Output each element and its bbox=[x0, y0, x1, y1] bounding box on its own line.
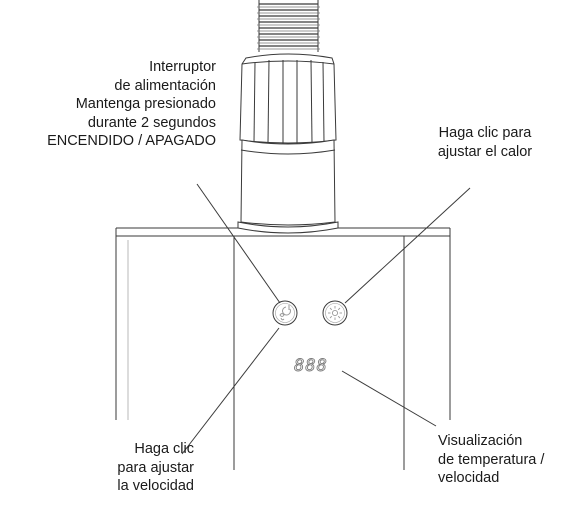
speed-label-line: para ajustar bbox=[117, 459, 194, 476]
power-switch-label: Interruptor de alimentación Mantenga pre… bbox=[0, 58, 216, 151]
leader-lines bbox=[181, 183, 471, 455]
leader-display bbox=[341, 370, 437, 427]
hose-nut bbox=[239, 53, 337, 144]
power-fan-icon bbox=[279, 305, 291, 321]
power-label-line: Mantenga presionado bbox=[75, 96, 216, 112]
power-button[interactable] bbox=[272, 300, 298, 326]
heat-label-line: Haga clic para bbox=[438, 125, 532, 141]
display-label-line: velocidad bbox=[438, 470, 500, 486]
display-label: Visualización de temperatura / velocidad bbox=[438, 432, 567, 488]
leader-speed bbox=[181, 327, 280, 455]
heat-label: Haga clic para ajustar el calor bbox=[400, 124, 567, 161]
leader-power bbox=[196, 183, 281, 304]
leader-heat bbox=[344, 187, 471, 304]
heat-button[interactable] bbox=[322, 300, 348, 326]
housing bbox=[115, 227, 451, 470]
speed-label-line: Haga clic bbox=[134, 441, 194, 457]
sun-heat-icon bbox=[328, 306, 342, 320]
speed-label-line: la velocidad bbox=[117, 478, 194, 494]
display-label-line: de temperatura / bbox=[438, 451, 545, 468]
power-label-line: de alimentación bbox=[114, 77, 216, 94]
corrugated-hose bbox=[257, 0, 320, 52]
power-label-line: ENCENDIDO / APAGADO bbox=[47, 133, 216, 149]
speed-label: Haga clic para ajustar la velocidad bbox=[74, 440, 194, 496]
power-label-line: durante 2 segundos bbox=[87, 114, 216, 131]
display-readout: 888 bbox=[294, 356, 328, 376]
power-label-line: Interruptor bbox=[149, 59, 216, 75]
display-label-line: Visualización bbox=[438, 433, 523, 449]
heat-label-line: ajustar el calor bbox=[437, 143, 533, 160]
neck-collar bbox=[237, 139, 339, 234]
segment-display: 888 bbox=[294, 356, 328, 377]
